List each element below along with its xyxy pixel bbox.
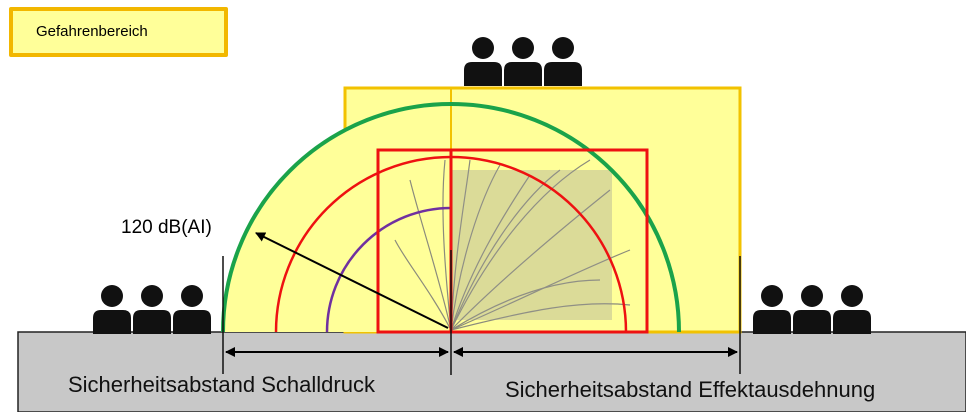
legend-danger-zone: Gefahrenbereich — [9, 7, 228, 57]
people-group-icon-top — [464, 37, 582, 86]
effect-glow — [452, 170, 612, 320]
people-group-icon-right — [753, 285, 871, 334]
outer-safety-arc — [221, 102, 681, 333]
people-group-icon-left — [93, 285, 211, 334]
radius-arrow — [255, 232, 449, 329]
firework-effect-image — [394, 159, 631, 331]
sound-pressure-distance-label: Sicherheitsabstand Schalldruck — [68, 372, 375, 397]
ground — [17, 331, 966, 412]
legend-label: Gefahrenbereich — [36, 23, 148, 40]
effect-box-right — [449, 148, 649, 334]
effect-extent-distance-label: Sicherheitsabstand Effektausdehnung — [505, 377, 876, 402]
inner-safety-arc — [325, 206, 452, 333]
sound-level-label: 120 dB(AI) — [121, 217, 212, 238]
